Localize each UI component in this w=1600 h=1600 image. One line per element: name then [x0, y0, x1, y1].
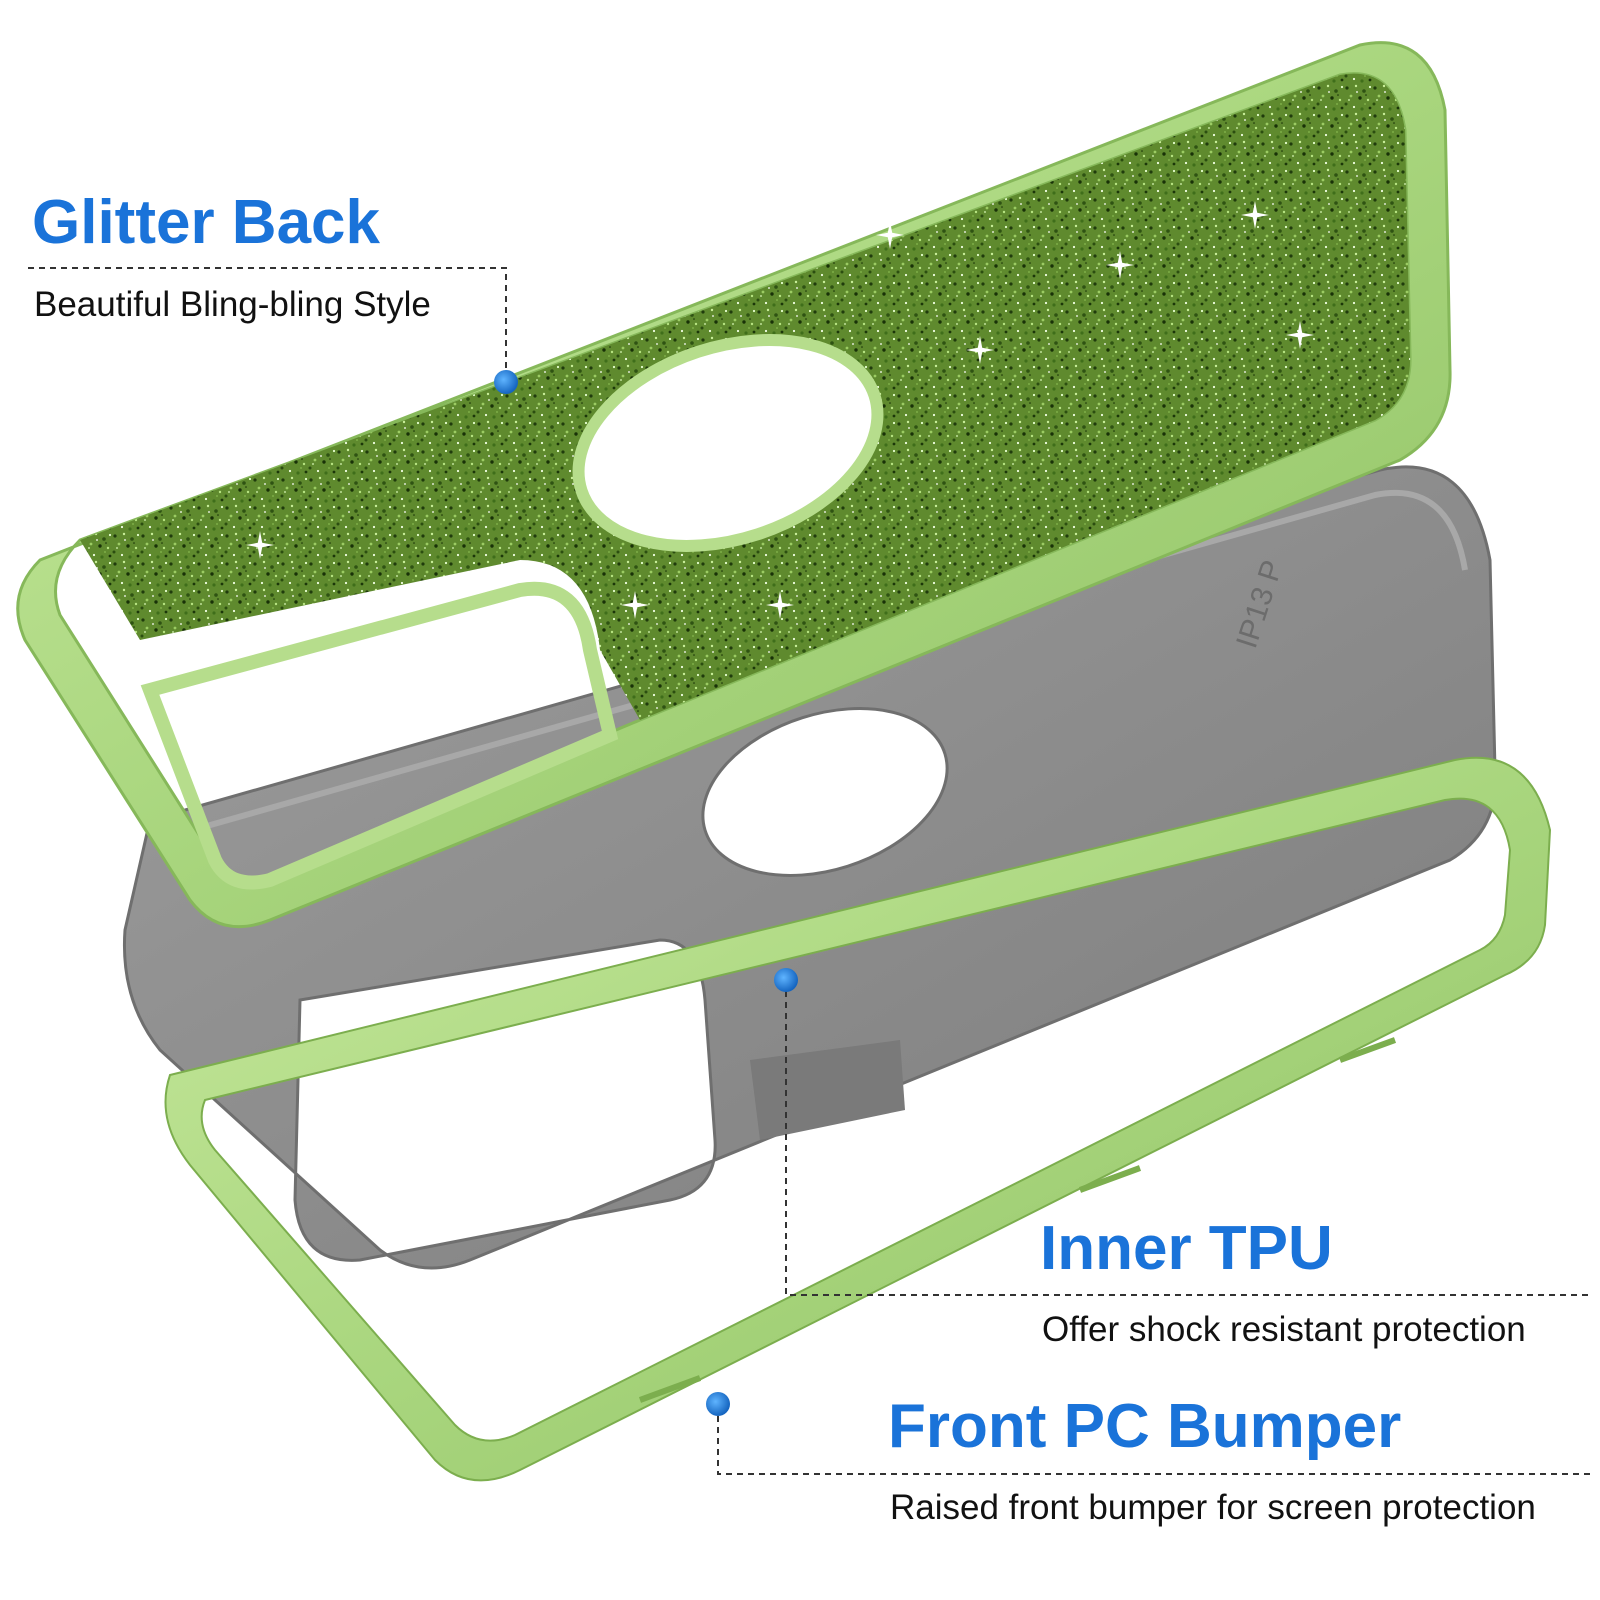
- front-bumper-marker: [706, 1392, 730, 1416]
- front-bumper-leader: [717, 1405, 1595, 1475]
- inner-tpu-marker: [774, 968, 798, 992]
- front-bumper-notch-1: [638, 1375, 702, 1403]
- inner-tpu-description: Offer shock resistant protection: [1042, 1310, 1526, 1349]
- glitter-back-marker: [494, 370, 518, 394]
- inner-tpu-tab: [750, 1040, 905, 1140]
- front-pc-bumper: [164, 756, 1552, 1482]
- front-bumper-description: Raised front bumper for screen protectio…: [890, 1488, 1536, 1527]
- leader-lines: [28, 267, 1595, 1475]
- glitter-back-description: Beautiful Bling-bling Style: [34, 285, 431, 324]
- glitter-back-leader: [28, 267, 507, 382]
- inner-tpu-case: IP13 P: [122, 465, 1497, 1270]
- glitter-back-logo-cutout-rim: [572, 334, 884, 552]
- front-bumper-notch-3: [1338, 1037, 1397, 1063]
- inner-tpu-lip: [174, 489, 1468, 838]
- glitter-back-camera-cutout-rim: [140, 581, 619, 890]
- glitter-back-title: Glitter Back: [32, 188, 381, 257]
- front-bumper-title: Front PC Bumper: [888, 1392, 1402, 1461]
- inner-tpu-title: Inner TPU: [1040, 1214, 1333, 1283]
- inner-tpu-leader: [785, 980, 1590, 1296]
- glitter-back-case: [16, 41, 1452, 929]
- front-bumper-notch-2: [1078, 1165, 1142, 1193]
- front-bumper-frame: [164, 756, 1552, 1482]
- glitter-back-panel: [80, 73, 1411, 720]
